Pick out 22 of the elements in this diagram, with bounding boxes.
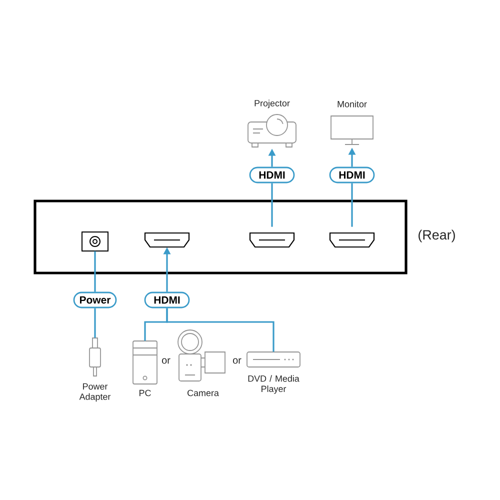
power-jack <box>82 232 108 252</box>
node-label: PC <box>140 390 151 396</box>
hdmi-port <box>329 232 375 248</box>
node-label: (Rear) <box>418 230 455 242</box>
label-pill: HDMI <box>329 166 375 184</box>
label-pill: HDMI <box>249 166 295 184</box>
label-pill: HDMI <box>144 292 190 308</box>
node-label: Camera <box>188 390 219 396</box>
node-label: DVD / Media Player <box>248 375 300 394</box>
hdmi-port <box>144 232 190 248</box>
label: or <box>162 358 170 364</box>
hdmi-port <box>249 232 295 248</box>
connector-line <box>94 308 96 338</box>
connector-line <box>166 308 274 352</box>
node-label: Monitor <box>338 100 367 108</box>
node-label: Projector <box>254 100 290 108</box>
connector-line <box>94 251 96 292</box>
connector-line <box>351 183 353 227</box>
connector-line <box>271 183 273 227</box>
label-pill: Power <box>73 292 117 308</box>
label: or <box>233 358 242 364</box>
node-label: Power Adapter <box>79 383 111 402</box>
